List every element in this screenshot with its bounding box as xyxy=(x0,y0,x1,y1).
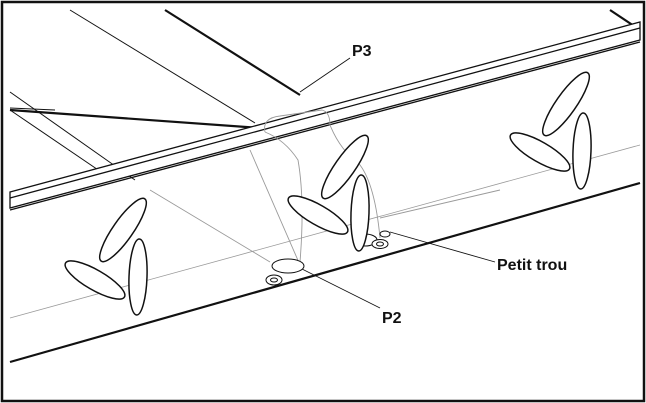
leader-p2 xyxy=(299,267,381,309)
hole-small xyxy=(379,230,391,238)
leader-p3 xyxy=(299,57,351,93)
holes xyxy=(265,230,391,286)
hidden-lines xyxy=(149,109,501,266)
lower-board xyxy=(9,41,641,364)
bracket-right xyxy=(509,71,592,190)
label-p2: P2 xyxy=(382,310,402,327)
background-panels xyxy=(9,9,641,181)
leader-petit-trou xyxy=(389,231,496,263)
label-p3: P3 xyxy=(352,43,372,60)
hole-p2-a xyxy=(271,258,305,274)
bracket-left xyxy=(64,197,148,316)
label-petit-trou: Petit trou xyxy=(497,257,567,274)
bracket-center xyxy=(287,134,370,252)
top-rail xyxy=(9,21,641,209)
leader-lines xyxy=(299,57,496,309)
